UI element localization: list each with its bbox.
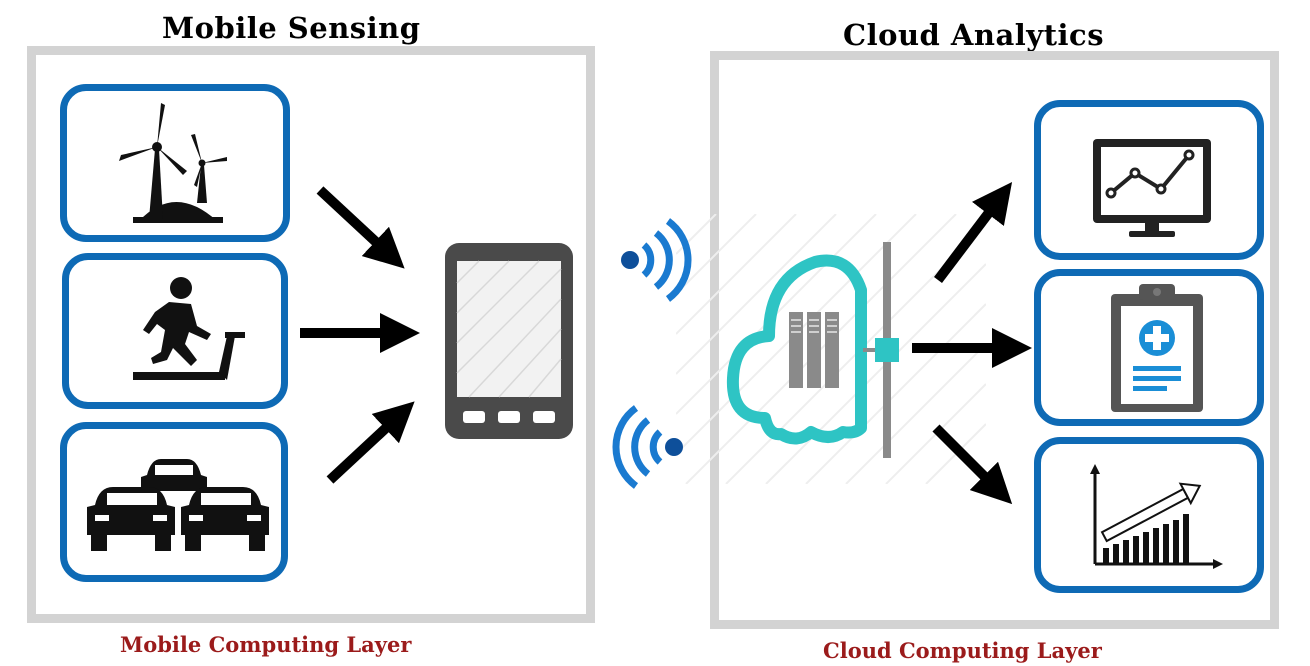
traffic-cars-icon bbox=[87, 459, 269, 551]
monitor-line-chart-icon bbox=[1093, 139, 1211, 237]
cloud-computing-layer-label: Cloud Computing Layer bbox=[823, 638, 1102, 663]
smartphone-icon bbox=[445, 243, 573, 439]
clipboard-card bbox=[1034, 269, 1264, 426]
arrow-turbine-to-phone bbox=[316, 186, 405, 269]
cloud-analytics-title: Cloud Analytics bbox=[843, 18, 1105, 52]
growth-chart-card bbox=[1034, 437, 1264, 593]
treadmill-runner-icon bbox=[133, 277, 245, 380]
wind-turbine-icon bbox=[119, 103, 227, 223]
wind-turbine-card bbox=[60, 84, 290, 242]
medical-clipboard-icon bbox=[1111, 284, 1203, 412]
cloud-server-icon bbox=[726, 242, 899, 458]
wifi-signal-icon bbox=[612, 405, 683, 489]
sensor-arrows bbox=[300, 186, 420, 484]
mobile-computing-layer-label: Mobile Computing Layer bbox=[120, 632, 412, 657]
arrow-cloud-to-monitor bbox=[934, 182, 1013, 284]
treadmill-card bbox=[62, 253, 288, 409]
monitor-card bbox=[1034, 100, 1264, 260]
arrow-traffic-to-phone bbox=[326, 401, 415, 484]
growth-bar-chart-icon bbox=[1090, 464, 1223, 569]
mobile-sensing-title: Mobile Sensing bbox=[162, 11, 421, 45]
wifi-signal-icon bbox=[621, 218, 692, 302]
output-arrows bbox=[912, 182, 1032, 505]
traffic-card bbox=[60, 422, 288, 582]
arrow-cloud-to-growth bbox=[932, 424, 1013, 505]
